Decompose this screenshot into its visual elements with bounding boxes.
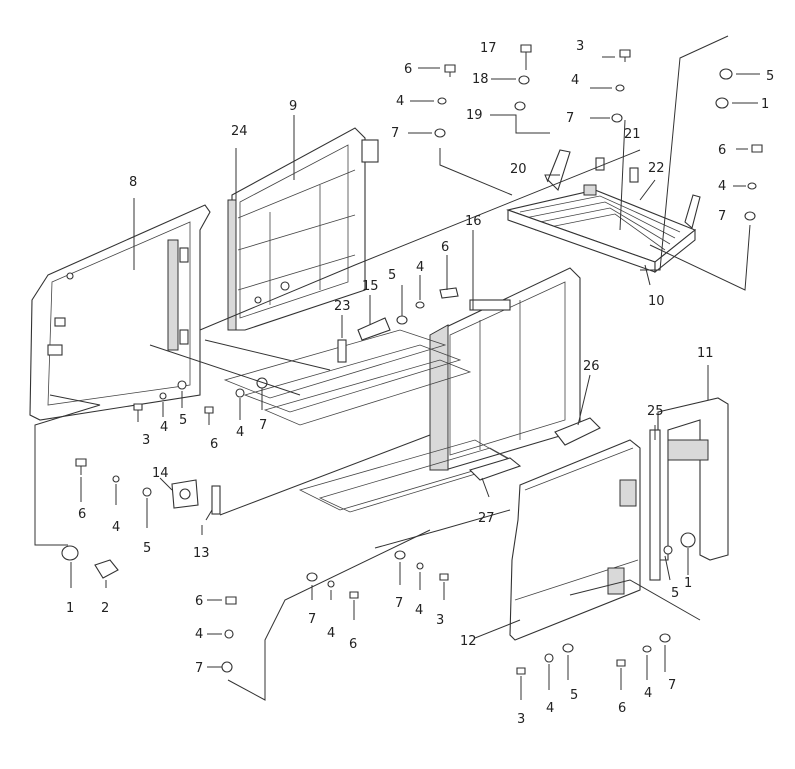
label-12: 12 — [460, 634, 477, 649]
label-24: 24 — [231, 124, 248, 139]
label-6-mid2: 6 — [210, 437, 218, 452]
label-1-right: 1 — [684, 576, 692, 591]
label-5-mid: 5 — [388, 268, 396, 283]
label-7-bm: 7 — [308, 612, 316, 627]
label-21: 21 — [624, 127, 641, 142]
label-20: 20 — [510, 162, 527, 177]
label-7-right: 7 — [718, 209, 726, 224]
label-6-top: 6 — [404, 62, 412, 77]
label-1-left: 1 — [66, 601, 74, 616]
callout-labels: 17 3 6 18 4 5 4 1 19 7 24 9 7 21 6 20 22… — [66, 39, 774, 727]
label-4-right: 4 — [718, 179, 726, 194]
label-7-br: 7 — [668, 678, 676, 693]
label-7-mid3: 7 — [259, 418, 267, 433]
label-7-bm2: 7 — [395, 596, 403, 611]
part-11-end-frame — [649, 397, 729, 581]
label-3-bm: 3 — [436, 613, 444, 628]
label-16: 16 — [465, 214, 482, 229]
label-27: 27 — [478, 511, 495, 526]
label-4-top: 4 — [571, 73, 579, 88]
label-4-br: 4 — [644, 686, 652, 701]
part-8-left-door — [29, 204, 211, 421]
label-6-right: 6 — [718, 143, 726, 158]
label-6-bl: 6 — [195, 594, 203, 609]
label-4-mid2: 4 — [160, 420, 168, 435]
label-7-top: 7 — [566, 111, 574, 126]
label-4-left2: 4 — [112, 520, 120, 535]
label-4-bm: 4 — [327, 626, 335, 641]
leader-lines — [34, 35, 760, 701]
label-17: 17 — [480, 41, 497, 56]
label-4-mid: 4 — [416, 260, 424, 275]
label-7-left: 7 — [391, 126, 399, 141]
label-5-top: 5 — [766, 69, 774, 84]
label-26: 26 — [583, 359, 600, 374]
label-3-br: 3 — [517, 712, 525, 727]
label-8: 8 — [129, 175, 137, 190]
label-19: 19 — [466, 108, 483, 123]
label-15: 15 — [362, 279, 379, 294]
part-9-rear-frame — [227, 127, 379, 331]
label-14: 14 — [152, 466, 169, 481]
label-10: 10 — [648, 294, 665, 309]
label-6-mid: 6 — [441, 240, 449, 255]
label-23: 23 — [334, 299, 351, 314]
label-4-br2: 4 — [546, 701, 554, 716]
label-6-br: 6 — [618, 701, 626, 716]
label-4-mid3: 4 — [236, 425, 244, 440]
label-4-bm2: 4 — [415, 603, 423, 618]
label-2: 2 — [101, 601, 109, 616]
label-7-bl: 7 — [195, 661, 203, 676]
part-10-roof-tray — [506, 149, 701, 274]
label-3-top: 3 — [576, 39, 584, 54]
label-3-mid: 3 — [142, 433, 150, 448]
label-6-bm: 6 — [349, 637, 357, 652]
label-4-left: 4 — [396, 94, 404, 109]
label-9: 9 — [289, 99, 297, 114]
label-5-mid2: 5 — [179, 413, 187, 428]
label-5-br: 5 — [570, 688, 578, 703]
label-5-right: 5 — [671, 586, 679, 601]
label-5-left: 5 — [143, 541, 151, 556]
label-4-bl: 4 — [195, 627, 203, 642]
part-16-side-frame — [429, 267, 581, 471]
label-18: 18 — [472, 72, 489, 87]
label-11: 11 — [697, 346, 714, 361]
label-1-top: 1 — [761, 97, 769, 112]
label-13: 13 — [193, 546, 210, 561]
label-22: 22 — [648, 161, 665, 176]
label-6-left: 6 — [78, 507, 86, 522]
label-25: 25 — [647, 404, 664, 419]
part-12-side-cover — [509, 439, 641, 641]
hardware — [61, 44, 763, 675]
